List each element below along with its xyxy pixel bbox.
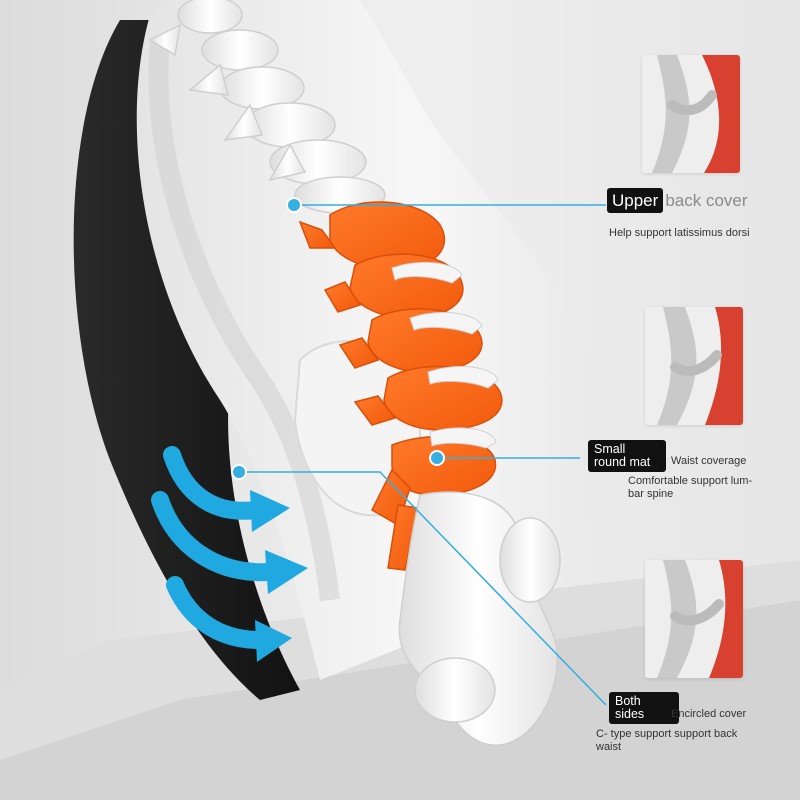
callout-title: back cover — [665, 191, 748, 210]
callout-description: Comfortable support lum- bar spine — [628, 475, 753, 501]
sitting-figure-icon — [642, 55, 740, 173]
airflow-arrow-icon — [151, 446, 279, 649]
callout-both-sides: Both sides — [609, 692, 679, 724]
sitting-figure-icon — [645, 560, 743, 678]
callout-tag: Small round mat — [588, 440, 666, 472]
callout-label: Waist coverage — [671, 455, 747, 467]
callout-description: C- type support support back waist — [596, 728, 738, 754]
sitting-figure-icon — [645, 307, 743, 425]
callout-small-round-mat: Small round mat — [588, 440, 666, 472]
callout-tag: Upper — [607, 188, 664, 214]
callout-label: Encircled cover — [671, 708, 747, 720]
callout-tag: Both sides — [609, 692, 679, 724]
callout-description: Help support latissimus dorsi — [609, 227, 750, 239]
